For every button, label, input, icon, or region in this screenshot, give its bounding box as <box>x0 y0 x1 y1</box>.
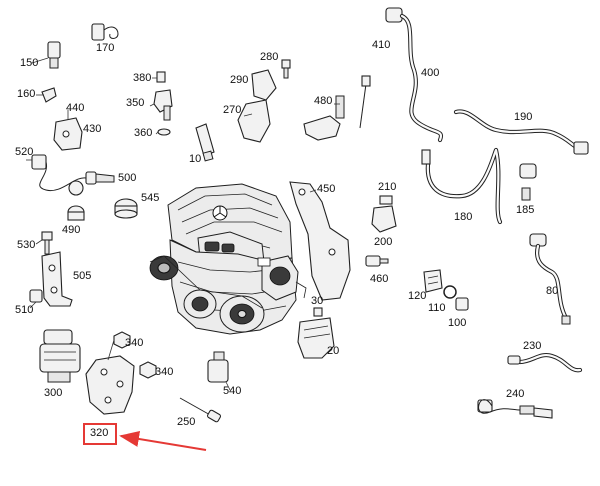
callout-label-p360: 360 <box>134 127 152 139</box>
highlight-320 <box>83 423 207 451</box>
part-480 <box>303 95 345 141</box>
part-180 <box>421 147 503 225</box>
callout-label-p340a: 340 <box>125 337 143 349</box>
callout-label-p270: 270 <box>223 104 241 116</box>
callout-label-p500: 500 <box>118 172 136 184</box>
callout-label-p185: 185 <box>516 204 534 216</box>
part-510 <box>29 289 43 309</box>
callout-label-p505: 505 <box>73 270 91 282</box>
part-430-440 <box>53 110 83 151</box>
part-190 <box>453 109 589 155</box>
part-170 <box>91 23 119 41</box>
callout-label-p200: 200 <box>374 236 392 248</box>
part-230 <box>507 353 583 373</box>
part-450 <box>289 181 351 301</box>
callout-label-p400: 400 <box>421 67 439 79</box>
part-300 <box>39 329 81 383</box>
callout-label-p340b: 340 <box>155 366 173 378</box>
part-20 <box>297 317 335 359</box>
callout-label-p240: 240 <box>506 388 524 400</box>
callout-label-p160: 160 <box>17 88 35 100</box>
part-270-290 <box>237 69 277 143</box>
callout-label-p430: 430 <box>83 123 101 135</box>
part-320 <box>85 355 135 415</box>
part-350-380 <box>149 71 173 136</box>
part-160 <box>36 87 57 103</box>
callout-label-p110: 110 <box>428 302 446 314</box>
part-530 <box>35 231 53 255</box>
part-500 <box>39 161 115 196</box>
part-185 <box>519 163 537 201</box>
part-505 <box>41 251 73 307</box>
part-340-a <box>107 331 131 361</box>
callout-label-p480: 480 <box>314 95 332 107</box>
callout-label-p410: 410 <box>372 39 390 51</box>
part-545 <box>114 198 138 219</box>
part-100-110-120 <box>423 269 469 311</box>
callout-label-p440: 440 <box>66 102 84 114</box>
callout-label-p540: 540 <box>223 385 241 397</box>
part-10 <box>195 123 215 162</box>
part-sensor-rods <box>359 75 371 129</box>
part-80 <box>529 233 571 325</box>
callout-label-p300: 300 <box>44 387 62 399</box>
callout-label-p210: 210 <box>378 181 396 193</box>
part-340-b <box>139 361 157 379</box>
callout-label-p30: 30 <box>311 295 323 307</box>
highlight-arrow <box>119 431 207 451</box>
part-490 <box>67 205 85 221</box>
part-250 <box>179 397 222 423</box>
callout-label-p380: 380 <box>133 72 151 84</box>
callout-label-p170: 170 <box>96 42 114 54</box>
callout-label-p100: 100 <box>448 317 466 329</box>
callout-label-p490: 490 <box>62 224 80 236</box>
part-30 <box>313 307 323 317</box>
callout-label-p280: 280 <box>260 51 278 63</box>
part-540 <box>207 351 231 391</box>
callout-label-p290: 290 <box>230 74 248 86</box>
callout-label-p120: 120 <box>408 290 426 302</box>
callout-label-p520: 520 <box>15 146 33 158</box>
callout-labels: 170 410 150 280 400 380 290 160 350 440 480 270 190 4… <box>15 39 558 439</box>
highlight-box <box>83 423 117 445</box>
part-240 <box>477 399 553 419</box>
callout-label-p250: 250 <box>177 416 195 428</box>
part-400-410 <box>385 7 444 143</box>
callout-label-p350: 350 <box>126 97 144 109</box>
part-200-210 <box>371 195 397 233</box>
callout-label-p545: 545 <box>141 192 159 204</box>
callout-label-p80: 80 <box>546 285 558 297</box>
part-280 <box>281 59 291 79</box>
callout-label-p150: 150 <box>20 57 38 69</box>
part-460 <box>365 255 389 267</box>
callout-label-p320: 320 <box>90 427 108 439</box>
callout-label-p180: 180 <box>454 211 472 223</box>
callout-label-p460: 460 <box>370 273 388 285</box>
callout-label-p190: 190 <box>514 111 532 123</box>
callout-label-p450: 450 <box>317 183 335 195</box>
callout-label-p530: 530 <box>17 239 35 251</box>
engine-assembly <box>149 183 307 335</box>
callout-label-p20: 20 <box>327 345 339 357</box>
callout-label-p510: 510 <box>15 304 33 316</box>
callout-label-p10: 10 <box>189 153 201 165</box>
part-150 <box>31 41 61 69</box>
callout-label-p230: 230 <box>523 340 541 352</box>
